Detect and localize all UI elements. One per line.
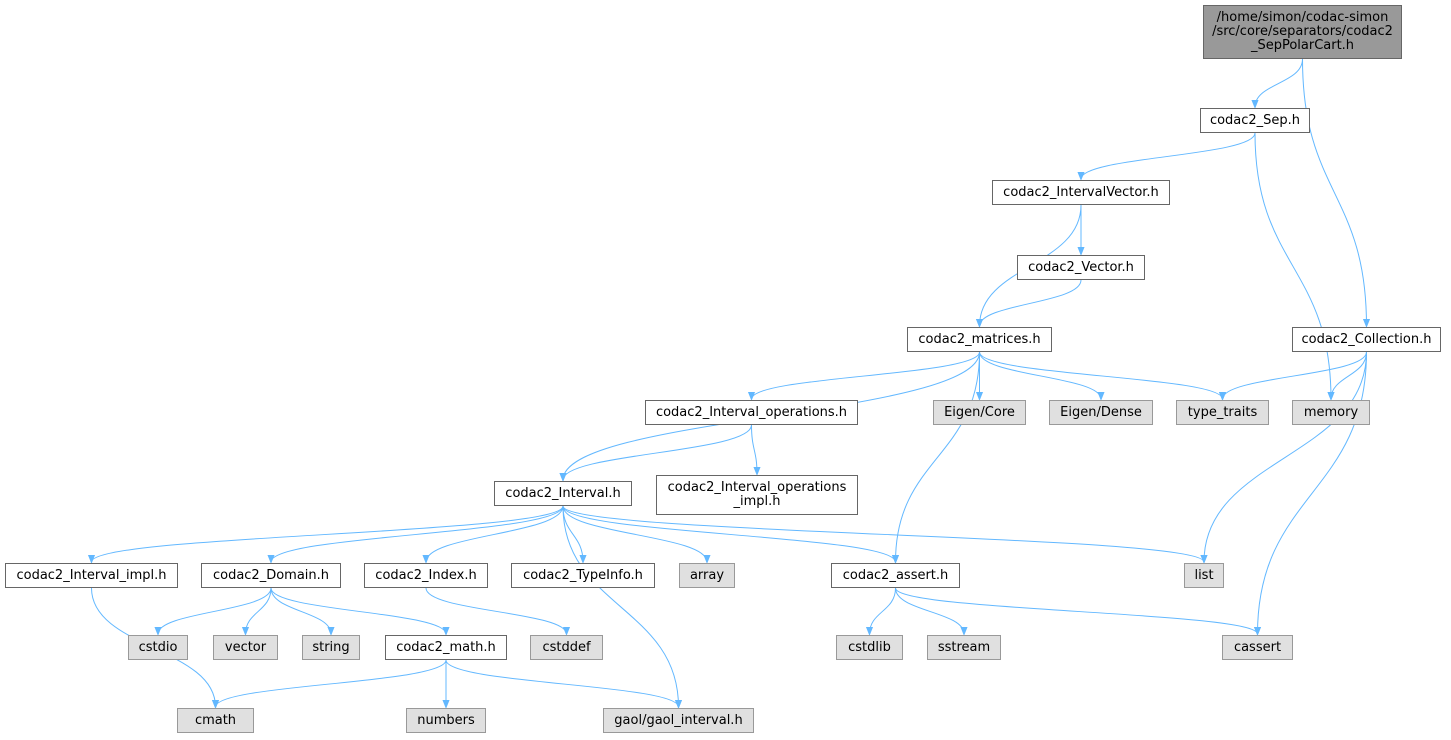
node-label: codac2_Domain.h [212, 567, 330, 583]
node-label: codac2_Interval.h [505, 485, 621, 501]
edge-domain-to-cstdio [158, 587, 272, 634]
node-label: Eigen/Core [944, 404, 1015, 420]
node-coll[interactable]: codac2_Collection.h [1292, 327, 1441, 352]
node-root: /home/simon/codac-simon/src/core/separat… [1203, 5, 1402, 59]
node-domain[interactable]: codac2_Domain.h [201, 563, 341, 588]
node-iopsimpl[interactable]: codac2_Interval_operations_impl.h [656, 475, 858, 515]
edge-math-to-cmath [216, 659, 447, 707]
node-label: array [689, 567, 725, 583]
node-label: codac2_Vector.h [1028, 259, 1134, 275]
node-label: _SepPolarCart.h [1250, 38, 1355, 53]
edge-root-to-coll [1302, 58, 1367, 326]
node-numbers: numbers [406, 708, 486, 733]
node-label: codac2_Interval_operations [667, 480, 847, 495]
node-tt: type_traits [1176, 400, 1269, 425]
node-eigdense: Eigen/Dense [1049, 400, 1153, 425]
edge-mat-to-assert [896, 351, 980, 562]
edge-interval-to-assert [562, 505, 896, 562]
node-assert[interactable]: codac2_assert.h [831, 563, 960, 588]
node-sep[interactable]: codac2_Sep.h [1200, 108, 1310, 133]
node-label: codac2_Interval_impl.h [16, 567, 167, 583]
node-label: memory [1303, 404, 1359, 420]
node-mat[interactable]: codac2_matrices.h [907, 327, 1052, 352]
edge-assert-to-cstdlib [870, 587, 896, 634]
edge-root-to-sep [1255, 58, 1303, 107]
node-eigcore: Eigen/Core [933, 400, 1026, 425]
node-label: sstream [937, 639, 991, 655]
node-cstdlib: cstdlib [836, 635, 903, 660]
edge-interval-to-iimpl [92, 505, 564, 562]
node-label: type_traits [1187, 404, 1258, 420]
edge-interval-to-list [562, 505, 1204, 562]
edge-mat-to-eigdense [979, 351, 1102, 399]
node-cstdio: cstdio [128, 635, 188, 660]
node-ivec[interactable]: codac2_IntervalVector.h [992, 180, 1170, 205]
node-label: codac2_matrices.h [918, 331, 1041, 347]
node-gaol: gaol/gaol_interval.h [603, 708, 754, 733]
edge-domain-to-vector [246, 587, 272, 634]
edge-mat-to-iops [752, 351, 980, 399]
node-cassert: cassert [1222, 635, 1293, 660]
node-iops[interactable]: codac2_Interval_operations.h [645, 400, 858, 425]
node-label: Eigen/Dense [1060, 404, 1142, 420]
node-cstddef: cstddef [530, 635, 603, 660]
edge-coll-to-tt [1223, 351, 1367, 399]
edge-interval-to-index [426, 505, 564, 562]
node-label: cmath [194, 712, 237, 728]
node-label: cstdlib [848, 639, 891, 655]
node-label: codac2_IntervalVector.h [1003, 184, 1159, 200]
node-index[interactable]: codac2_Index.h [364, 563, 488, 588]
edge-coll-to-list [1204, 351, 1367, 562]
node-array: array [679, 563, 735, 588]
edge-interval-to-gaol [562, 505, 679, 707]
node-iimpl[interactable]: codac2_Interval_impl.h [5, 563, 178, 588]
node-label: /home/simon/codac-simon [1216, 10, 1389, 25]
node-label: _impl.h [733, 494, 781, 509]
node-label: /src/core/separators/codac2 [1212, 24, 1393, 39]
node-cmath: cmath [177, 708, 254, 733]
node-list: list [1184, 563, 1224, 588]
edge-sep-to-ivec [1081, 132, 1256, 179]
node-label: codac2_Collection.h [1301, 331, 1432, 347]
edge-coll-to-cassert [1258, 351, 1367, 634]
node-label: numbers [417, 712, 475, 728]
node-label: string [312, 639, 350, 655]
node-label: cstdio [138, 639, 178, 655]
node-label: codac2_math.h [396, 639, 496, 655]
edge-assert-to-cassert [895, 587, 1258, 634]
edge-assert-to-sstream [895, 587, 965, 634]
edge-mat-to-tt [979, 351, 1223, 399]
node-label: codac2_Index.h [375, 567, 477, 583]
node-label: list [1194, 567, 1214, 583]
node-vector: vector [213, 635, 278, 660]
edge-iops-to-iopsimpl [751, 424, 758, 474]
node-label: cstddef [542, 639, 591, 655]
node-label: codac2_assert.h [842, 567, 949, 583]
edge-coll-to-memory [1331, 351, 1367, 399]
edge-domain-to-math [270, 587, 446, 634]
edge-interval-to-array [562, 505, 707, 562]
edge-domain-to-string [270, 587, 331, 634]
edge-vec-to-mat [980, 279, 1082, 326]
node-label: gaol/gaol_interval.h [614, 712, 743, 728]
node-vec[interactable]: codac2_Vector.h [1017, 255, 1145, 280]
node-label: codac2_Sep.h [1209, 112, 1301, 128]
edge-math-to-gaol [445, 659, 679, 707]
node-label: vector [224, 639, 267, 655]
edge-iops-to-interval [563, 424, 752, 480]
node-interval[interactable]: codac2_Interval.h [494, 481, 632, 506]
node-string: string [302, 635, 360, 660]
node-label: codac2_TypeInfo.h [523, 567, 643, 583]
node-typeinfo[interactable]: codac2_TypeInfo.h [511, 563, 655, 588]
node-sstream: sstream [927, 635, 1001, 660]
node-memory: memory [1292, 400, 1370, 425]
node-label: codac2_Interval_operations.h [655, 404, 848, 420]
edge-index-to-cstddef [425, 587, 567, 634]
node-math[interactable]: codac2_math.h [385, 635, 507, 660]
edge-interval-to-domain [271, 505, 564, 562]
edge-sep-to-memory [1254, 132, 1331, 399]
node-label: cassert [1233, 639, 1282, 655]
